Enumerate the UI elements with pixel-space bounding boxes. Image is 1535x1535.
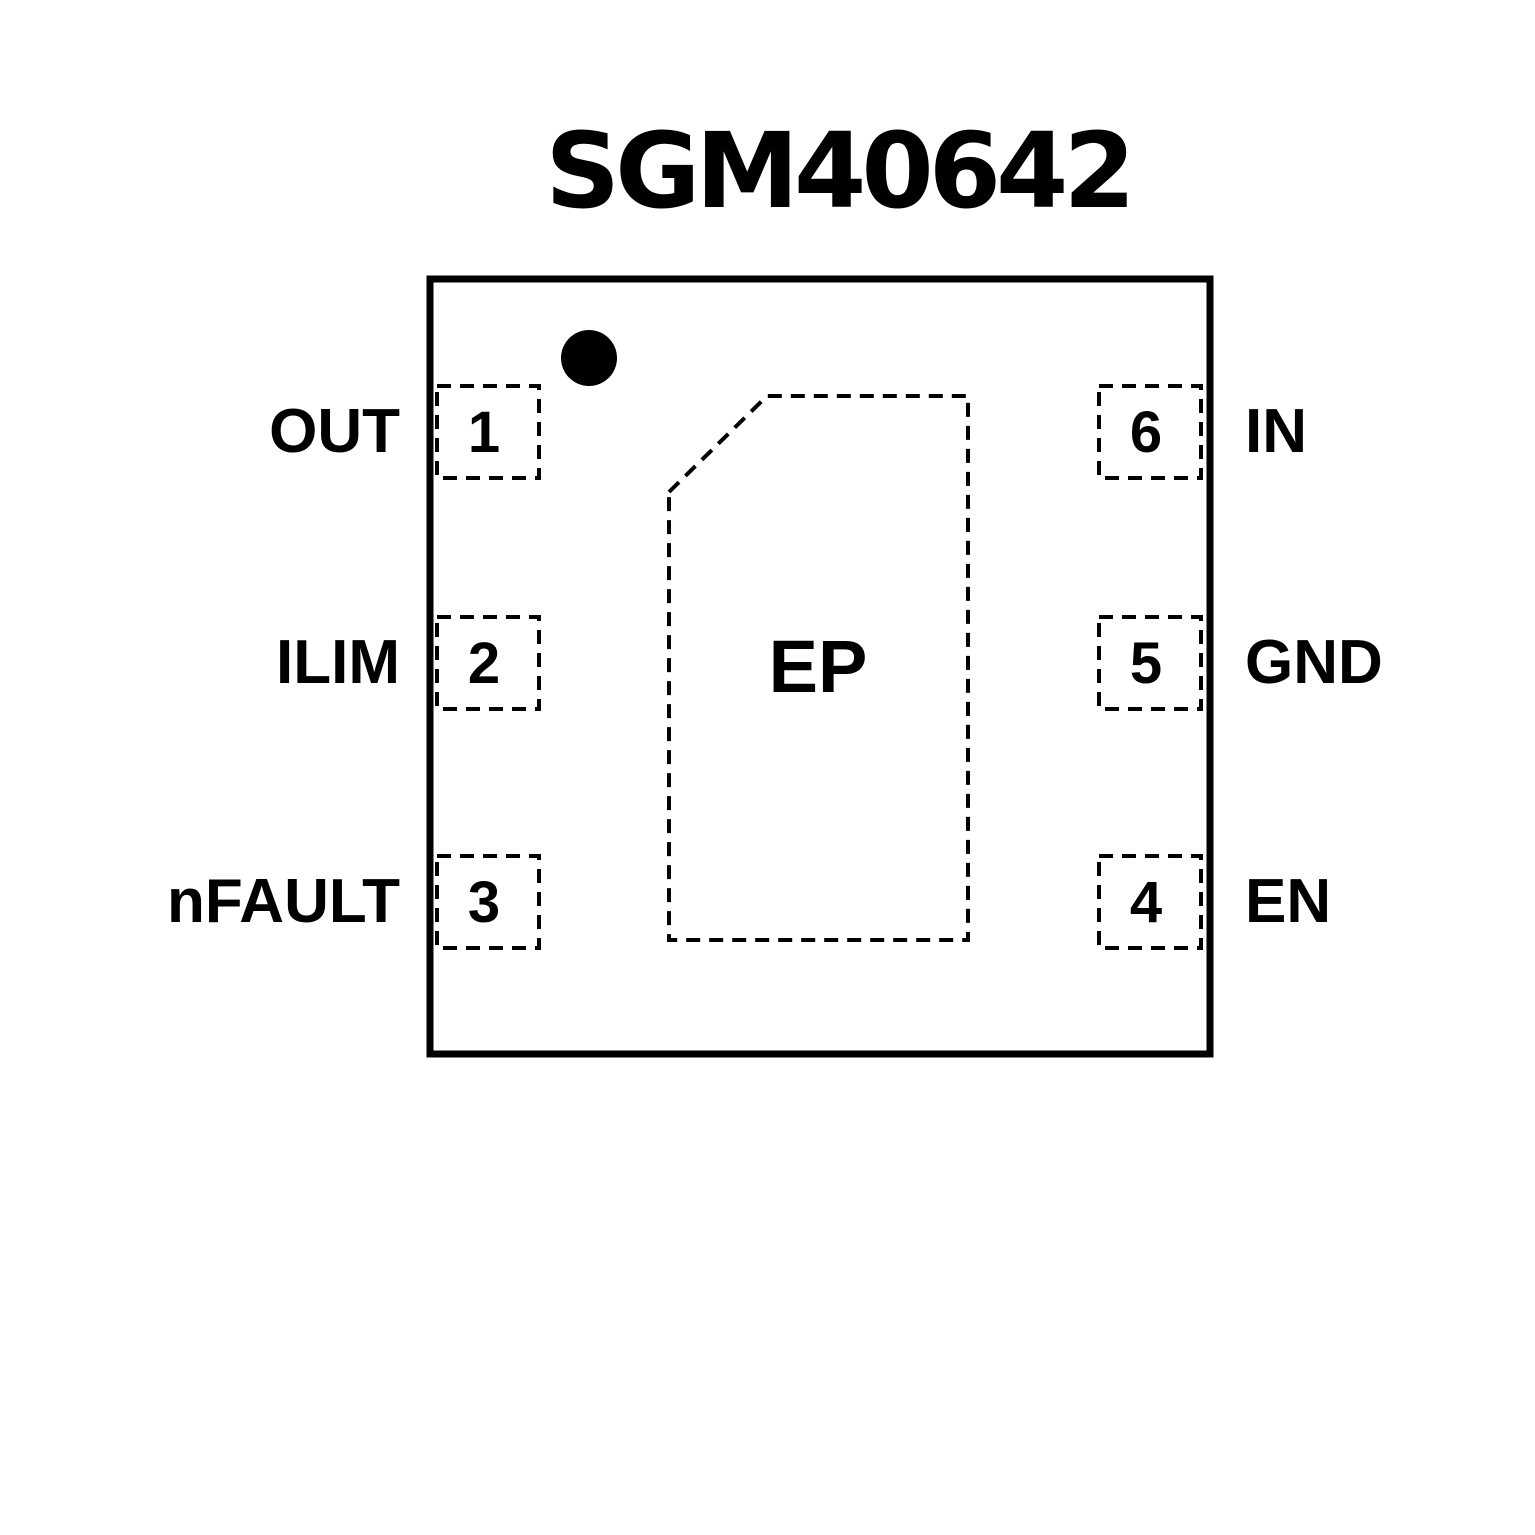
exposed-pad-outline xyxy=(667,394,970,942)
pin-1-pad xyxy=(435,384,541,480)
pin-6-pad xyxy=(1097,384,1203,480)
pin-5-name: GND xyxy=(1245,628,1383,697)
pin-5-number: 5 xyxy=(1130,631,1162,696)
exposed-pad-label: EP xyxy=(769,625,868,708)
pin-4-pad xyxy=(1097,854,1203,950)
pin-1-name: OUT xyxy=(269,397,400,466)
package-outline xyxy=(426,275,1214,1058)
pin-6-name: IN xyxy=(1245,397,1307,466)
pin-2-pad xyxy=(435,615,541,711)
pin-3-name: nFAULT xyxy=(167,867,400,936)
pin-2-number: 2 xyxy=(468,631,500,696)
pin-4-number: 4 xyxy=(1130,870,1162,935)
pin-1-number: 1 xyxy=(468,400,500,465)
pin-4-name: EN xyxy=(1245,867,1331,936)
pin-3-number: 3 xyxy=(468,870,500,935)
pin1-indicator-dot xyxy=(561,330,617,386)
pin-6-number: 6 xyxy=(1130,400,1162,465)
pin-2-name: ILIM xyxy=(276,628,400,697)
pin-3-pad xyxy=(435,854,541,950)
pin-5-pad xyxy=(1097,615,1203,711)
chip-title: SGM40642 xyxy=(545,110,1131,232)
